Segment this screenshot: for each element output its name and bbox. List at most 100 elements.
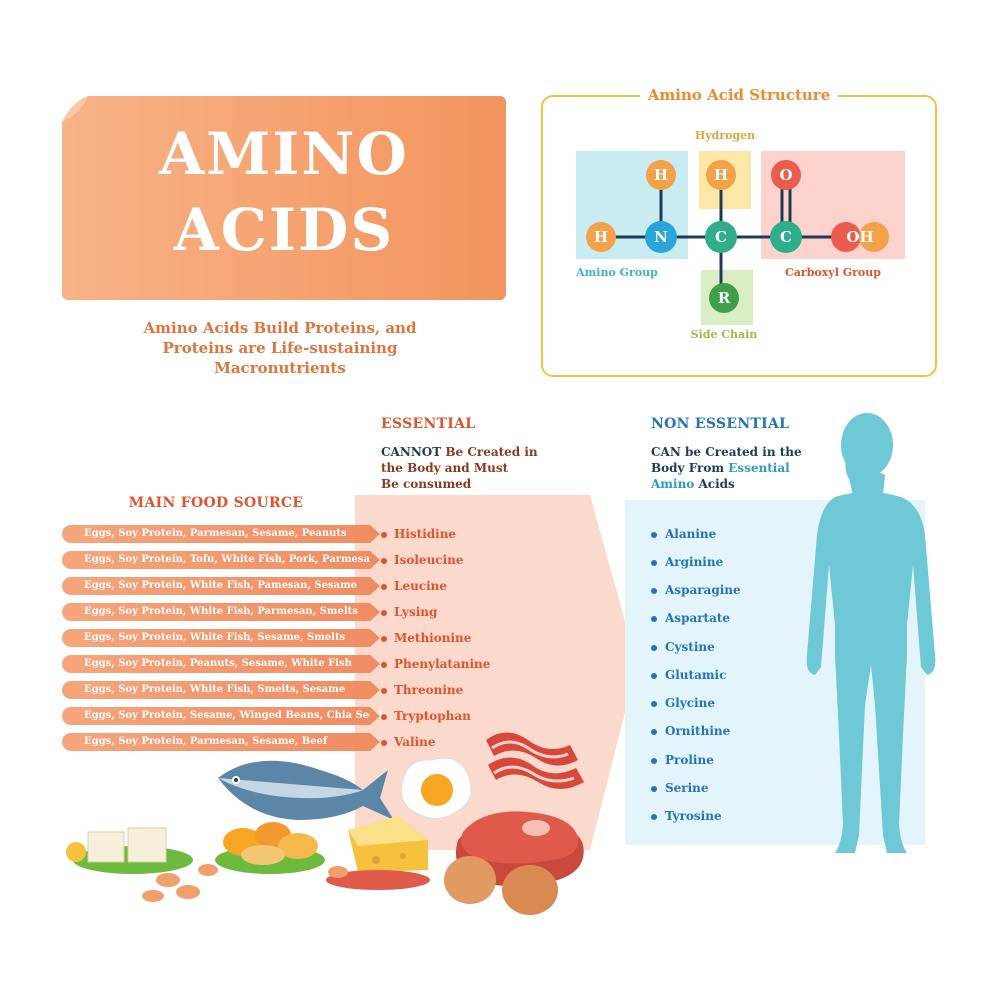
structure-diagram: H H O H N C C OH R Hydrogen Amino Group … [575, 129, 905, 341]
tofu-icon [66, 827, 193, 874]
essential-item: Phenylatanine [381, 657, 490, 671]
atom-oh-label: OH [846, 228, 873, 246]
non-essential-note-line3b: Acids [694, 477, 735, 491]
non-essential-item: Alanine [651, 527, 716, 541]
essential-note-emphasis: CANNOT [381, 445, 442, 459]
non-essential-item: Asparagine [651, 583, 741, 597]
subtitle-line-2: Proteins are Life-sustaining [162, 339, 398, 357]
food-row: Eggs, Soy Protein, White Fish, Pamesan, … [62, 577, 380, 595]
food-row: Eggs, Soy Protein, Parmesan, Sesame, Pea… [62, 525, 380, 543]
main-food-source-heading: MAIN FOOD SOURCE [128, 495, 304, 511]
image-id: 231011243 [2, 770, 32, 950]
atom-h-left-label: H [594, 228, 608, 246]
subtitle-line-3: Macronutrients [214, 359, 346, 377]
atom-h-top-left-label: H [654, 166, 668, 184]
egg-icon [444, 856, 496, 904]
essential-item-label: Valine [394, 735, 436, 749]
food-row: Eggs, Soy Protein, Tofu, White Fish, Por… [62, 551, 380, 569]
non-essential-note-line2a: Body From [651, 461, 729, 475]
side-chain-label: Side Chain [691, 328, 758, 341]
bullet-icon [651, 672, 657, 679]
non-essential-heading: NON ESSENTIAL [651, 416, 790, 432]
non-essential-item-label: Ornithine [665, 724, 731, 738]
non-essential-note-line3a: Amino [651, 477, 695, 491]
non-essential-item-label: Arginine [665, 555, 724, 569]
structure-title-text: Amino Acid Structure [639, 86, 839, 104]
essential-note-line1: Be Created in [441, 445, 538, 459]
non-essential-item: Serine [651, 781, 709, 795]
atom-o-top [771, 160, 801, 190]
carboxyl-group-label: Carboxyl Group [785, 266, 881, 279]
hydrogen-label: Hydrogen [695, 129, 755, 142]
atom-r-label: R [718, 289, 731, 307]
non-essential-note-line2b: Essential [728, 461, 790, 475]
non-essential-item: Tyrosine [651, 809, 722, 823]
bullet-icon [651, 615, 657, 622]
essential-item-label: Threonine [394, 683, 464, 697]
essential-item: Methionine [381, 631, 471, 645]
essential-item-label: Lysing [394, 605, 438, 619]
atom-o-right [831, 222, 861, 252]
bullet-icon [381, 557, 387, 564]
bullet-icon [381, 609, 387, 616]
atom-h-right [859, 222, 889, 252]
bullet-icon [651, 785, 657, 792]
non-essential-note: CAN be Created in the Body From Essentia… [651, 444, 802, 492]
essential-item-label: Methionine [394, 631, 472, 645]
food-illustration [66, 732, 584, 915]
fried-egg-icon [400, 757, 472, 819]
non-essential-item: Glutamic [651, 668, 726, 682]
non-essential-item: Arginine [651, 555, 723, 569]
snacks-icon [215, 822, 325, 874]
non-essential-note-emphasis: CAN [651, 445, 681, 459]
non-essential-item: Aspartate [651, 611, 730, 625]
title-card: AMINO ACIDS [62, 96, 506, 300]
bullet-icon [651, 813, 657, 820]
non-essential-note-line1: be Created in the [680, 445, 802, 459]
subtitle: Amino Acids Build Proteins, and Proteins… [80, 318, 480, 378]
food-row: Eggs, Soy Protein, White Fish, Sesame, S… [62, 629, 380, 647]
structure-title: Amino Acid Structure [541, 85, 937, 104]
human-figure-icon [806, 413, 936, 853]
essential-heading: ESSENTIAL [381, 416, 476, 432]
non-essential-item-label: Serine [665, 781, 709, 795]
non-essential-item-label: Glycine [665, 696, 716, 710]
atom-h-top-mid-label: H [714, 166, 728, 184]
essential-item: Threonine [381, 683, 463, 697]
bullet-icon [381, 687, 387, 694]
atom-c-mid-label: C [715, 228, 727, 246]
essential-item: Histidine [381, 527, 456, 541]
essential-item: Valine [381, 735, 435, 749]
bullet-icon [381, 635, 387, 642]
subtitle-line-1: Amino Acids Build Proteins, and [143, 319, 417, 337]
non-essential-item-label: Asparagine [665, 583, 741, 597]
essential-item: Leucine [381, 579, 447, 593]
food-row: Eggs, Soy Protein, Peanuts, Sesame, Whit… [62, 655, 380, 673]
non-essential-item-label: Tyrosine [665, 809, 722, 823]
food-row: Eggs, Soy Protein, White Fish, Parmesan,… [62, 603, 380, 621]
non-essential-item-label: Aspartate [665, 611, 731, 625]
bullet-icon [381, 531, 387, 538]
food-row: Eggs, Soy Protein, Sesame, Winged Beans,… [62, 707, 388, 725]
atom-c-right-label: C [780, 228, 792, 246]
nuts-icon [142, 864, 348, 902]
atom-c-right [770, 221, 802, 253]
essential-note-line2: the Body and Must [381, 461, 509, 475]
food-row: Eggs, Soy Protein, White Fish, Smeits, S… [62, 681, 380, 699]
bullet-icon [651, 757, 657, 764]
essential-note: CANNOT Be Created in the Body and Must B… [381, 444, 538, 492]
bullet-icon [651, 531, 657, 538]
atom-h-left [586, 222, 616, 252]
egg-icon [502, 865, 558, 915]
atom-n-label: N [654, 228, 668, 246]
essential-item-label: Histidine [394, 527, 457, 541]
atom-h-top-left [646, 160, 676, 190]
non-essential-item-label: Glutamic [665, 668, 727, 682]
essential-item-label: Isoleucine [394, 553, 464, 567]
non-essential-item-label: Cystine [665, 640, 715, 654]
bullet-icon [381, 583, 387, 590]
essential-note-line3: Be consumed [381, 477, 472, 491]
non-essential-item: Ornithine [651, 724, 730, 738]
atom-n [645, 221, 677, 253]
fish-icon [218, 760, 394, 820]
